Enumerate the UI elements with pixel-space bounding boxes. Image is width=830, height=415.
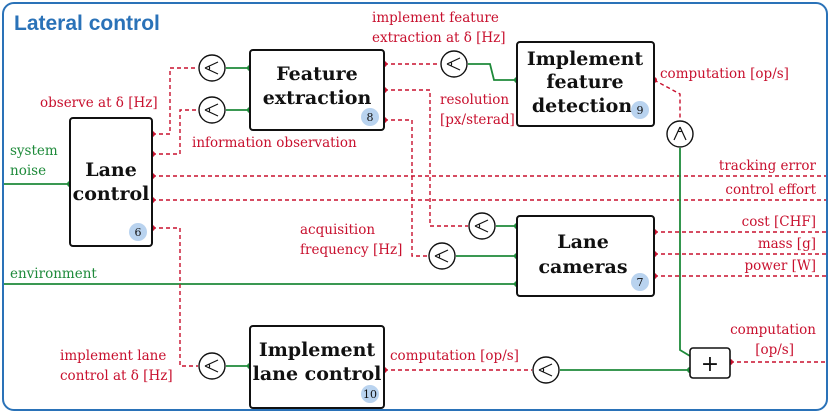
label-computation-right-1: computation	[730, 322, 816, 338]
block-lane-control-line1: Lane	[85, 159, 137, 181]
label-environment: environment	[10, 266, 97, 282]
block-feature-extraction-line2: extraction	[263, 87, 372, 109]
block-feature-extraction-number: 8	[367, 111, 374, 124]
block-ifd-line2: feature	[546, 71, 623, 93]
label-mass: mass [g]	[758, 236, 816, 252]
block-implement-lane-control[interactable]: Implement lane control 10	[249, 325, 385, 409]
converter-acquisition	[428, 242, 456, 270]
label-computation-right-2: [op/s]	[755, 342, 794, 358]
label-computation-bottom: computation [op/s]	[390, 348, 519, 364]
converter-observe	[198, 54, 226, 82]
label-impl-feature-2: extraction at δ [Hz]	[372, 30, 506, 46]
block-lane-cameras[interactable]: Lane cameras 7	[516, 215, 655, 297]
block-implement-feature-detection[interactable]: Implement feature detection 9	[516, 41, 655, 127]
block-ilc-badge	[361, 385, 379, 403]
label-resolution-2: [px/sterad]	[440, 112, 515, 128]
wire-computation-top-green	[679, 148, 691, 357]
converter-computation-top	[666, 120, 694, 148]
wire-computation-top	[653, 79, 681, 120]
block-ilc-line1: Implement	[259, 339, 376, 361]
label-system-noise-2: noise	[10, 163, 46, 179]
wire-information	[152, 109, 198, 155]
block-lane-control-line2: control	[73, 183, 150, 205]
converter-resolution	[468, 212, 496, 240]
converter-impl-lane	[198, 352, 226, 380]
block-ifd-number: 9	[637, 104, 644, 117]
diagram-title: Lateral control	[14, 12, 160, 35]
label-resolution-1: resolution	[440, 92, 509, 108]
label-acquisition-2: frequency [Hz]	[300, 242, 402, 258]
block-lane-control[interactable]: Lane control 6	[69, 117, 153, 247]
sum-symbol: +	[701, 352, 719, 377]
label-impl-lane-2: control at δ [Hz]	[60, 368, 173, 384]
wire-acquisition	[384, 119, 428, 257]
label-system-noise-1: system	[10, 143, 58, 159]
label-information-observation: information observation	[192, 135, 357, 151]
label-tracking-error: tracking error	[719, 158, 817, 174]
wire-impl-lane	[152, 227, 198, 367]
block-ifd-line3: detection	[532, 95, 632, 117]
diagram-canvas: Lateral control	[4, 10, 826, 409]
block-feature-extraction-badge	[361, 108, 379, 126]
block-ilc-number: 10	[363, 388, 377, 401]
block-lane-cameras-line2: cameras	[538, 256, 627, 278]
converter-computation-bottom	[532, 356, 560, 384]
block-ilc-line2: lane control	[253, 363, 382, 385]
label-impl-feature-1: implement feature	[372, 10, 499, 26]
block-lane-cameras-badge	[631, 273, 649, 291]
wire-resolution	[384, 89, 468, 227]
wire-impl-feature-green	[468, 63, 517, 81]
label-observe: observe at δ [Hz]	[40, 95, 158, 111]
block-lane-control-number: 6	[135, 226, 142, 239]
converter-information	[198, 96, 226, 124]
converter-impl-feature	[440, 50, 468, 78]
sum-block[interactable]: +	[689, 347, 731, 379]
block-ifd-line1: Implement	[527, 48, 644, 70]
label-acquisition-1: acquisition	[300, 222, 375, 238]
block-ifd-badge	[631, 101, 649, 119]
label-control-effort: control effort	[725, 182, 816, 198]
label-computation-top: computation [op/s]	[660, 66, 789, 82]
label-power: power [W]	[745, 258, 816, 274]
block-feature-extraction-line1: Feature	[276, 63, 358, 85]
block-feature-extraction[interactable]: Feature extraction 8	[249, 49, 385, 131]
label-impl-lane-1: implement lane	[60, 348, 166, 364]
wire-observe	[152, 67, 198, 135]
block-lane-cameras-number: 7	[637, 276, 644, 289]
block-lane-control-badge	[129, 223, 147, 241]
block-lane-cameras-line1: Lane	[557, 231, 609, 253]
label-cost: cost [CHF]	[742, 214, 816, 230]
